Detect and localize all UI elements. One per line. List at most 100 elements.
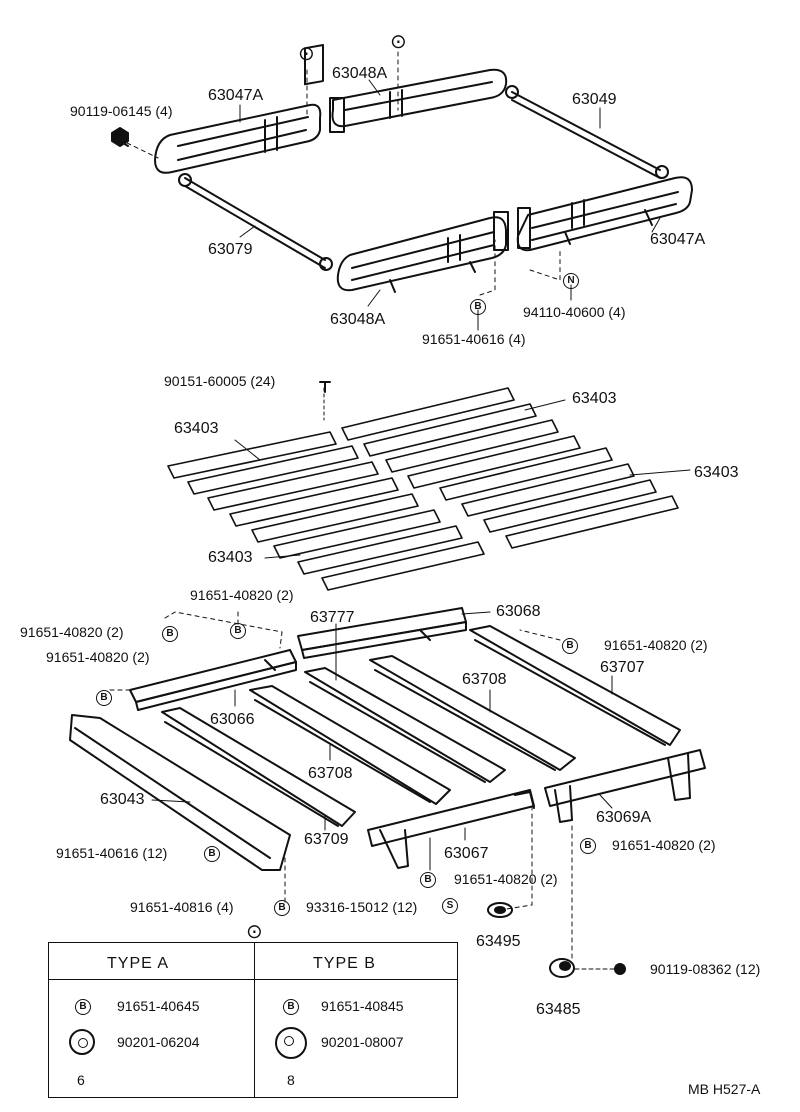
part-label-91651-40816: 91651-40816 (4)	[130, 899, 234, 915]
bolt-badge-icon: B	[75, 999, 91, 1015]
drawing-code: MB H527-A	[688, 1081, 761, 1097]
legend-mark-icon-b: ⊙	[390, 31, 407, 53]
badge-b-frame-b: B	[162, 624, 178, 642]
part-label-91651-40616-12: 91651-40616 (12)	[56, 845, 168, 861]
part-label-63777: 63777	[310, 609, 355, 626]
frame-63708-left	[249, 685, 451, 805]
legend-b-badge: B	[283, 997, 299, 1015]
part-label-63709: 63709	[304, 831, 349, 848]
part-label-90151-60005: 90151-60005 (24)	[164, 373, 276, 389]
badge-b-frame-f: B	[204, 844, 220, 862]
frame-63777	[304, 667, 506, 783]
part-label-63707: 63707	[600, 659, 645, 676]
rack-leaders	[126, 51, 561, 296]
legend-divider-v	[254, 943, 255, 1097]
part-label-91651-40820-b: 91651-40820 (2)	[20, 624, 124, 640]
part-label-93316-15012: 93316-15012 (12)	[306, 899, 418, 915]
rail-63047A-top	[154, 44, 324, 174]
frame-63066	[129, 649, 297, 711]
bolt-icon	[111, 127, 129, 147]
part-label-63069A: 63069A	[596, 809, 652, 826]
part-label-91651-40616: 91651-40616 (4)	[422, 331, 526, 347]
part-label-63485: 63485	[536, 1001, 581, 1018]
part-label-63048A-b: 63048A	[330, 311, 386, 328]
legend-a-bolt: 91651-40645	[117, 998, 200, 1014]
part-label-94110-40600: 94110-40600 (4)	[523, 304, 626, 320]
legend-a-washer: 90201-06204	[117, 1034, 200, 1050]
part-label-63066: 63066	[210, 711, 255, 728]
legend-b-size: 8	[287, 1072, 295, 1088]
bolt-badge-icon: B	[470, 299, 486, 315]
frame-63068	[297, 607, 467, 659]
part-label-91651-40820-d: 91651-40820 (2)	[46, 649, 150, 665]
badge-s-frame: S	[442, 896, 458, 914]
bolt-badge-icon: B	[162, 626, 178, 642]
part-label-63048A: 63048A	[332, 65, 388, 82]
washer-b-icon	[275, 1027, 307, 1059]
badge-b-frame-e: B	[580, 836, 596, 854]
part-label-63067: 63067	[444, 845, 489, 862]
part-label-63047A: 63047A	[208, 87, 264, 104]
rail-63048A-bottom	[336, 211, 509, 293]
rail-63049	[505, 85, 669, 179]
legend-type-a: TYPE A	[107, 955, 170, 972]
part-label-63068: 63068	[496, 603, 541, 620]
badge-b-frame-g: B	[420, 870, 436, 888]
bolt-badge-icon: B	[230, 623, 246, 639]
frame-63708-right	[369, 655, 576, 771]
part-label-63403-d: 63403	[208, 549, 253, 566]
frame-63709	[161, 707, 356, 827]
legend-b-washer: 90201-08007	[321, 1034, 404, 1050]
part-label-63403-a: 63403	[572, 390, 617, 407]
frame-callouts	[151, 611, 613, 871]
nut-90119-icon	[574, 963, 626, 975]
badge-n-rack: N	[563, 271, 579, 289]
collar-63495-icon	[487, 902, 513, 918]
type-legend: TYPE A TYPE B B 91651-40645 90201-06204 …	[48, 942, 458, 1098]
part-label-91651-40820-a: 91651-40820 (2)	[190, 587, 294, 603]
badge-b-frame-h: B	[274, 898, 290, 916]
bolt-badge-icon: B	[96, 690, 112, 706]
part-label-90119-06145: 90119-06145 (4)	[70, 103, 173, 119]
legend-mark-icon: ⊙	[246, 921, 263, 943]
badge-b-frame-a: B	[230, 621, 246, 639]
bolt-badge-icon: B	[283, 999, 299, 1015]
part-label-91651-40820-f: 91651-40820 (2)	[454, 871, 558, 887]
part-label-63079: 63079	[208, 241, 253, 258]
legend-a-size: 6	[77, 1072, 85, 1088]
badge-b-rack: B	[470, 297, 486, 315]
slat-set	[167, 387, 679, 591]
legend-type-b: TYPE B	[313, 955, 376, 972]
rail-63048A-top	[329, 68, 508, 133]
part-label-63403-c: 63403	[694, 464, 739, 481]
frame-63067	[367, 789, 535, 869]
frame-63069A	[544, 749, 706, 823]
badge-b-frame-d: B	[96, 688, 112, 706]
part-label-63708-b: 63708	[308, 765, 353, 782]
nut-badge-icon: N	[563, 273, 579, 289]
bolt-badge-icon: B	[420, 872, 436, 888]
spacer-badge-icon: S	[442, 898, 458, 914]
part-label-63047A-b: 63047A	[650, 231, 706, 248]
part-label-91651-40820-c: 91651-40820 (2)	[604, 637, 708, 653]
part-label-63049: 63049	[572, 91, 617, 108]
bolt-badge-icon: B	[562, 638, 578, 654]
screw-icon	[319, 381, 331, 393]
rail-63047A-right	[516, 176, 693, 252]
part-label-91651-40820-e: 91651-40820 (2)	[612, 837, 716, 853]
legend-divider-h	[49, 979, 457, 980]
badge-b-frame-c: B	[562, 636, 578, 654]
slat-callouts	[234, 387, 691, 559]
frame-63043	[69, 714, 291, 871]
rail-63079	[178, 173, 333, 271]
part-label-63495: 63495	[476, 933, 521, 950]
legend-b-bolt: 91651-40845	[321, 998, 404, 1014]
part-label-90119-08362: 90119-08362 (12)	[650, 961, 761, 977]
bolt-badge-icon: B	[580, 838, 596, 854]
bolt-badge-icon: B	[274, 900, 290, 916]
part-label-63708-a: 63708	[462, 671, 507, 688]
legend-a-badge: B	[75, 997, 91, 1015]
part-label-63403-b: 63403	[174, 420, 219, 437]
bolt-badge-icon: B	[204, 846, 220, 862]
